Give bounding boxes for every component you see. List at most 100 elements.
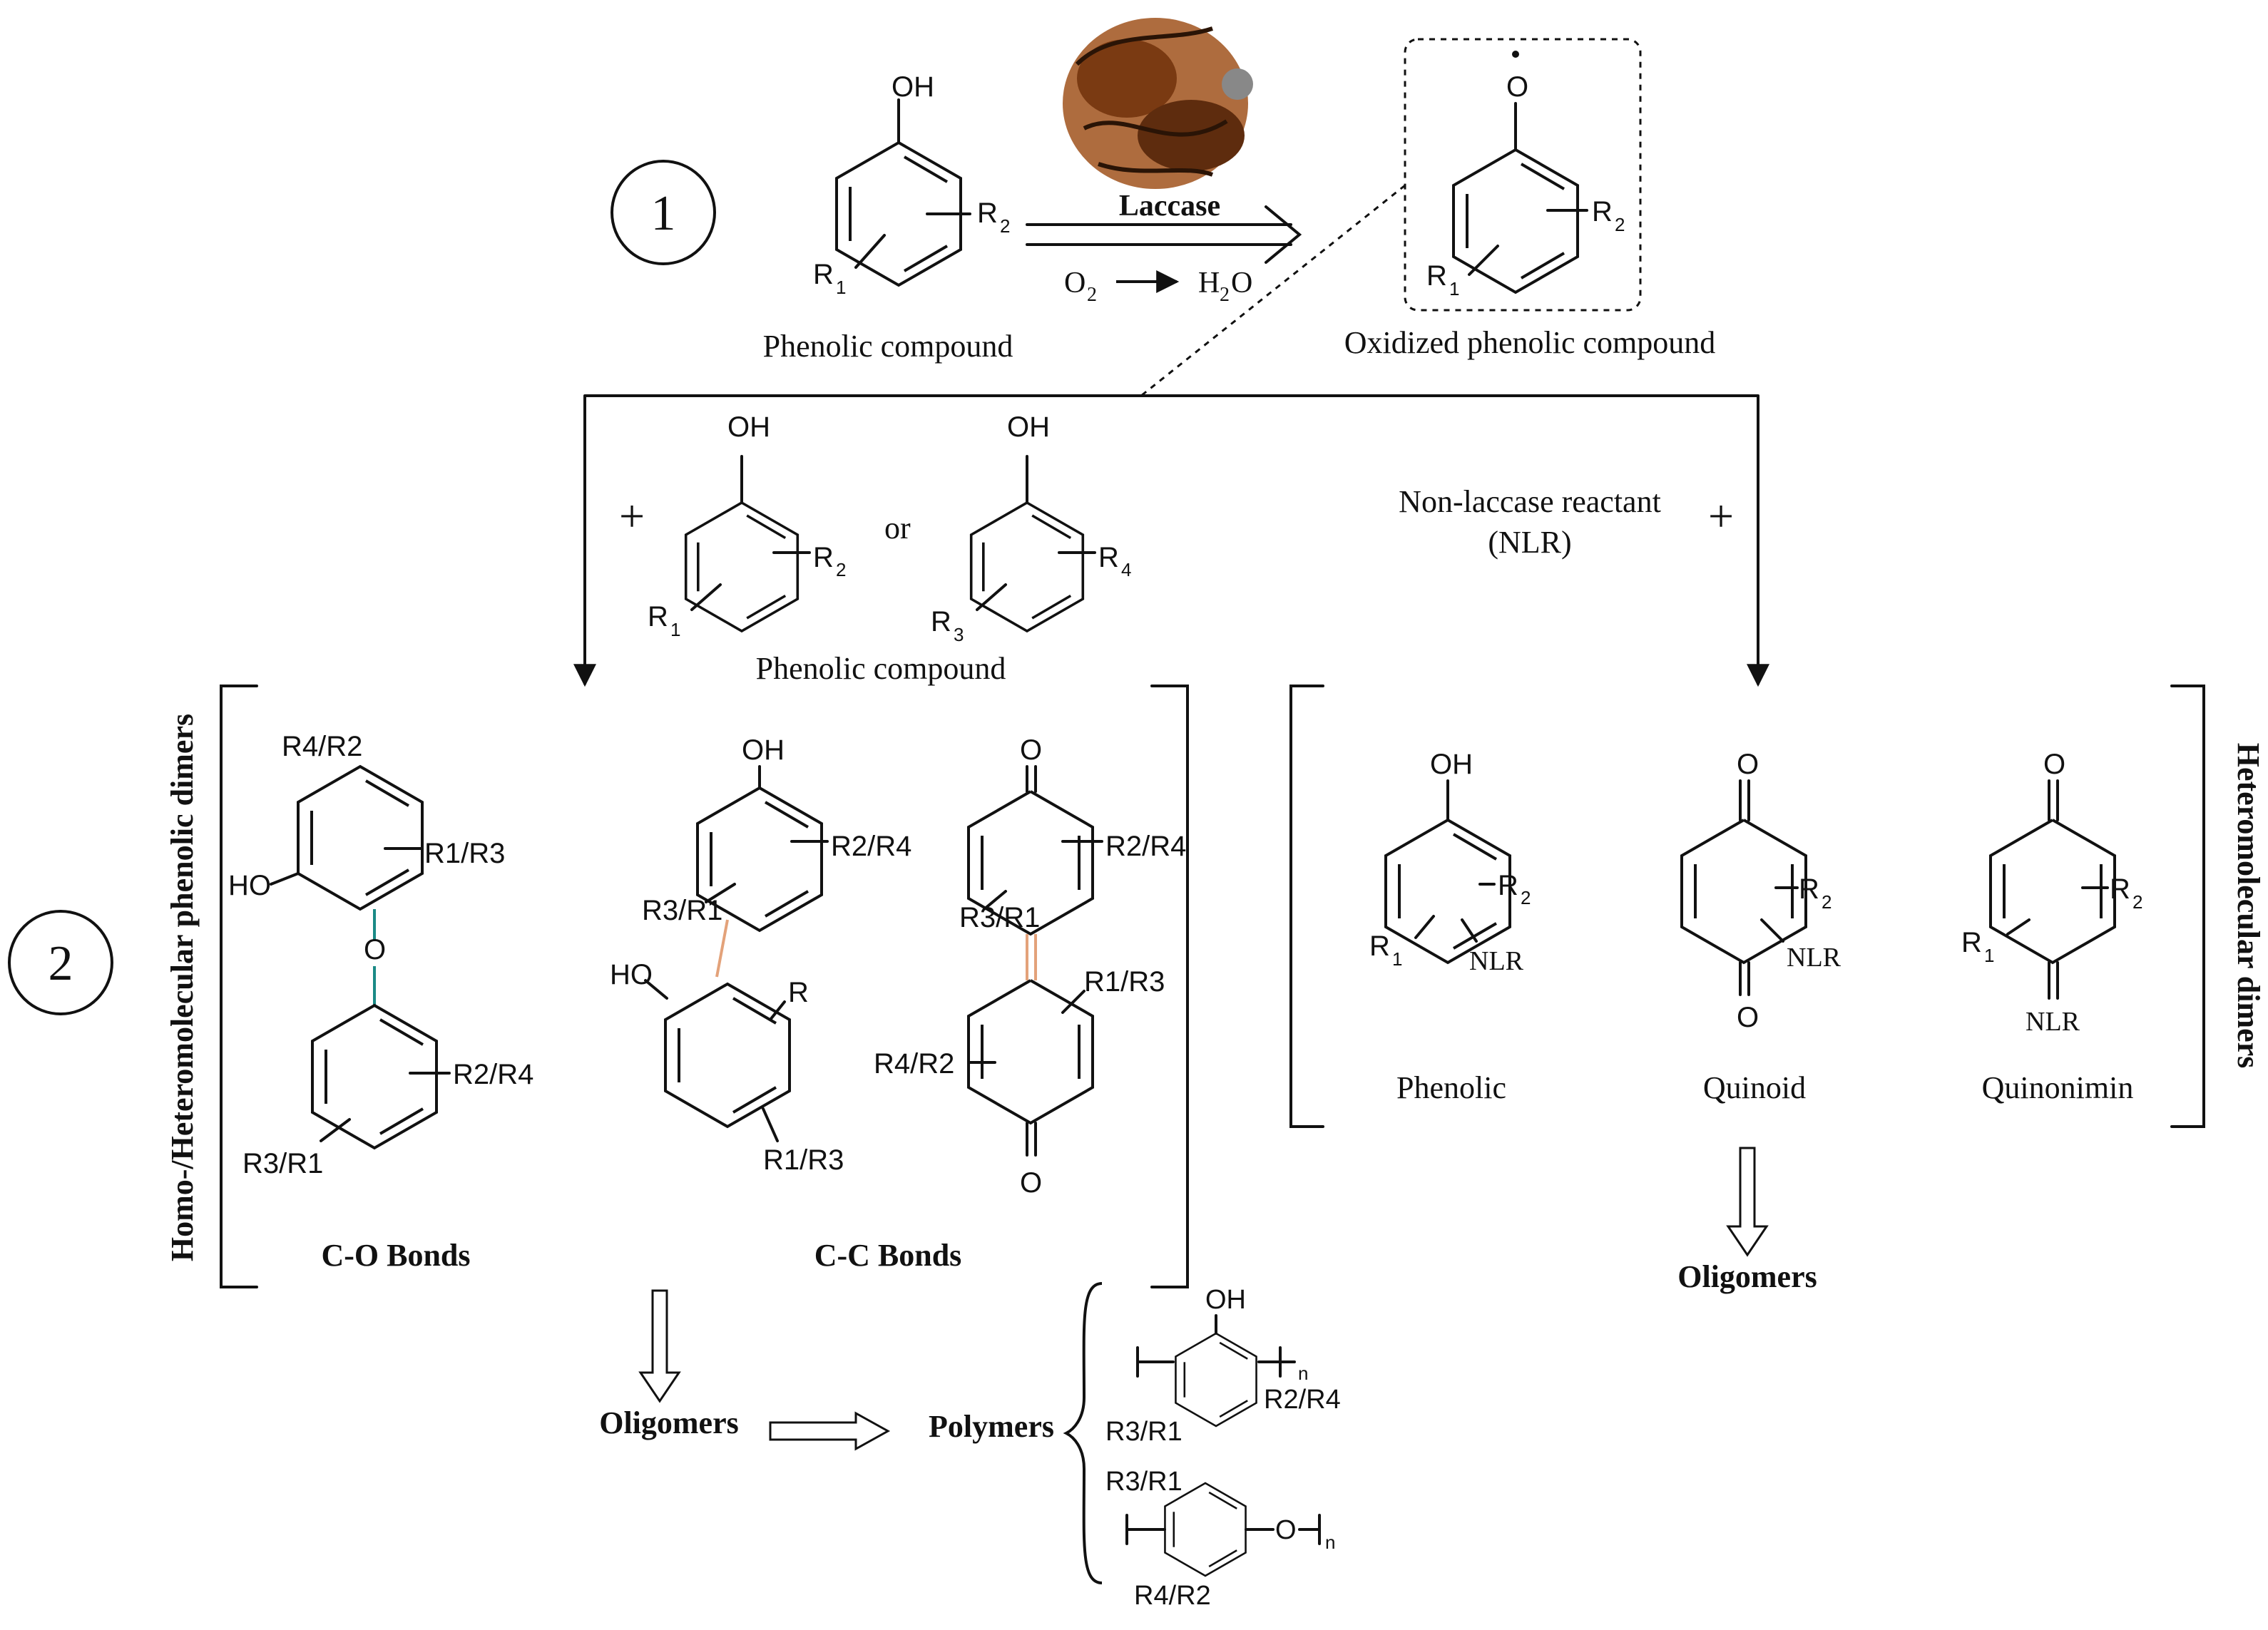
svg-text:NLR: NLR [1469, 946, 1524, 976]
or-label: or [884, 511, 911, 545]
svg-text:R3/R1: R3/R1 [1105, 1467, 1182, 1497]
svg-text:O: O [1737, 749, 1759, 780]
svg-text:HO: HO [610, 959, 653, 990]
plus-sign-right: + [1708, 491, 1734, 541]
svg-text:O: O [1020, 1167, 1042, 1199]
svg-text:1: 1 [1392, 948, 1402, 970]
svg-text:(NLR): (NLR) [1488, 525, 1571, 560]
svg-text:2: 2 [1000, 215, 1010, 237]
step-2-marker: 2 [8, 910, 113, 1015]
svg-text:2: 2 [836, 559, 846, 580]
svg-text:n: n [1298, 1363, 1308, 1384]
co-bonds-label: C-O Bonds [321, 1238, 470, 1273]
svg-text:O: O [1737, 1002, 1759, 1033]
svg-text:R1/R3: R1/R3 [1084, 966, 1165, 998]
svg-text:HO: HO [228, 870, 271, 901]
svg-text:O: O [1064, 267, 1086, 299]
svg-text:R1/R3: R1/R3 [424, 838, 505, 869]
svg-text:R4/R2: R4/R2 [874, 1048, 954, 1080]
cc-bonds-label: C-C Bonds [814, 1238, 962, 1273]
oligomers-left-label: Oligomers [599, 1405, 739, 1440]
svg-text:NLR: NLR [2026, 1007, 2080, 1037]
polymers-label: Polymers [929, 1409, 1054, 1444]
laccase-enzyme-icon [1063, 18, 1253, 189]
svg-text:1: 1 [836, 277, 846, 298]
step-1-marker: 1 [611, 160, 716, 265]
svg-text:R3/R1: R3/R1 [959, 902, 1040, 933]
svg-text:R4/R2: R4/R2 [1134, 1581, 1211, 1611]
svg-text:OH: OH [892, 71, 934, 103]
homo-hetero-dimers-panel: Homo-/Heteromolecular phenolic dimers R4… [165, 685, 1189, 1288]
svg-text:R: R [648, 601, 668, 632]
plus-sign-left: + [619, 491, 645, 541]
quinoid-nlr-product: O R 2 NLR O Quinoid [1680, 749, 1842, 1105]
svg-text:R2/R4: R2/R4 [1105, 831, 1186, 862]
svg-text:R: R [1098, 542, 1119, 573]
oxidized-compound-caption: Oxidized phenolic compound [1344, 325, 1716, 360]
svg-text:1: 1 [1449, 278, 1459, 299]
svg-text:R2/R4: R2/R4 [831, 831, 911, 862]
oligomers-right-label: Oligomers [1677, 1259, 1817, 1294]
svg-text:R3/R1: R3/R1 [242, 1148, 323, 1179]
phenolic-compound-structure: OH R 2 R 1 Phenolic compound [763, 71, 1013, 364]
branch-connectors [573, 184, 1769, 687]
svg-text:R3/R1: R3/R1 [642, 895, 722, 926]
cc-bond-phenolic-dimer: OH R2/R4 R3/R1 HO R R1/R3 [610, 734, 911, 1176]
svg-text:2: 2 [2132, 891, 2142, 913]
svg-text:OH: OH [1007, 411, 1050, 443]
svg-text:R: R [1369, 931, 1390, 962]
homo-hetero-side-title: Homo-/Heteromolecular phenolic dimers [165, 714, 200, 1261]
cc-bond-quinone-dimer: O R2/R4 R3/R1 R1/R3 R4/R2 O C-C Bonds [814, 734, 1187, 1273]
non-laccase-reactant: Non-laccase reactant (NLR) + [1399, 484, 1734, 560]
svg-text:OH: OH [742, 734, 785, 766]
svg-text:Non-laccase reactant: Non-laccase reactant [1399, 484, 1661, 519]
svg-text:R: R [813, 542, 834, 573]
svg-text:R: R [813, 259, 834, 290]
svg-text:OH: OH [1205, 1285, 1246, 1315]
svg-text:R4/R2: R4/R2 [282, 731, 362, 762]
svg-text:1: 1 [651, 186, 676, 241]
laccase-label: Laccase [1119, 190, 1220, 222]
svg-text:4: 4 [1121, 559, 1131, 580]
svg-text:H: H [1198, 267, 1220, 299]
phenolic-compound-caption: Phenolic compound [763, 329, 1013, 364]
svg-text:R: R [931, 606, 951, 637]
svg-text:R2/R4: R2/R4 [1264, 1385, 1341, 1415]
svg-text:OH: OH [1430, 749, 1473, 780]
svg-text:R: R [1961, 927, 1982, 958]
svg-text:O: O [364, 934, 386, 965]
phenolic-nlr-product: OH R 2 R 1 NLR Phenolic [1369, 749, 1531, 1105]
svg-text:R: R [977, 198, 998, 229]
svg-text:2: 2 [48, 936, 73, 991]
polymer-structures: OH n R2/R4 R3/R1 R3/R1 O n R4/R2 [1063, 1282, 1341, 1611]
svg-text:1: 1 [1984, 945, 1994, 966]
svg-text:R: R [788, 977, 809, 1008]
phenolic-compound-caption-2: Phenolic compound [756, 651, 1006, 686]
heteromolecular-dimers-panel: Heteromolecular dimers OH R 2 R 1 NLR Ph… [1289, 685, 2266, 1128]
svg-text:NLR: NLR [1787, 943, 1842, 973]
quinoid-label: Quinoid [1703, 1070, 1806, 1105]
laccase-reaction-arrow: Laccase O 2 H 2 O [1026, 190, 1302, 306]
svg-text:O: O [1020, 734, 1042, 766]
svg-text:3: 3 [954, 624, 964, 645]
svg-text:n: n [1325, 1532, 1335, 1553]
svg-text:O: O [2043, 749, 2065, 780]
heteromolecular-side-title: Heteromolecular dimers [2231, 743, 2266, 1069]
phenolic-label: Phenolic [1396, 1070, 1506, 1105]
svg-text:2: 2 [1615, 214, 1625, 235]
svg-text:R: R [1426, 260, 1447, 292]
oxidized-phenolic-structure: O R 2 R 1 Oxidized phenolic compound [1344, 38, 1716, 360]
svg-text:R1/R3: R1/R3 [763, 1144, 844, 1176]
svg-text:2: 2 [1521, 887, 1531, 908]
svg-text:OH: OH [727, 411, 770, 443]
svg-text:O: O [1506, 71, 1528, 103]
svg-text:R: R [1799, 873, 1819, 905]
svg-text:O: O [1231, 267, 1252, 299]
svg-text:2: 2 [1822, 891, 1832, 913]
hollow-arrow-icon [638, 1147, 1769, 1451]
quinonimin-label: Quinonimin [1982, 1070, 2134, 1105]
svg-text:2: 2 [1087, 284, 1097, 306]
co-bond-dimer: R4/R2 R1/R3 HO O R2/R4 R3/R1 C-O Bonds [228, 731, 533, 1273]
svg-text:R: R [1498, 870, 1518, 901]
